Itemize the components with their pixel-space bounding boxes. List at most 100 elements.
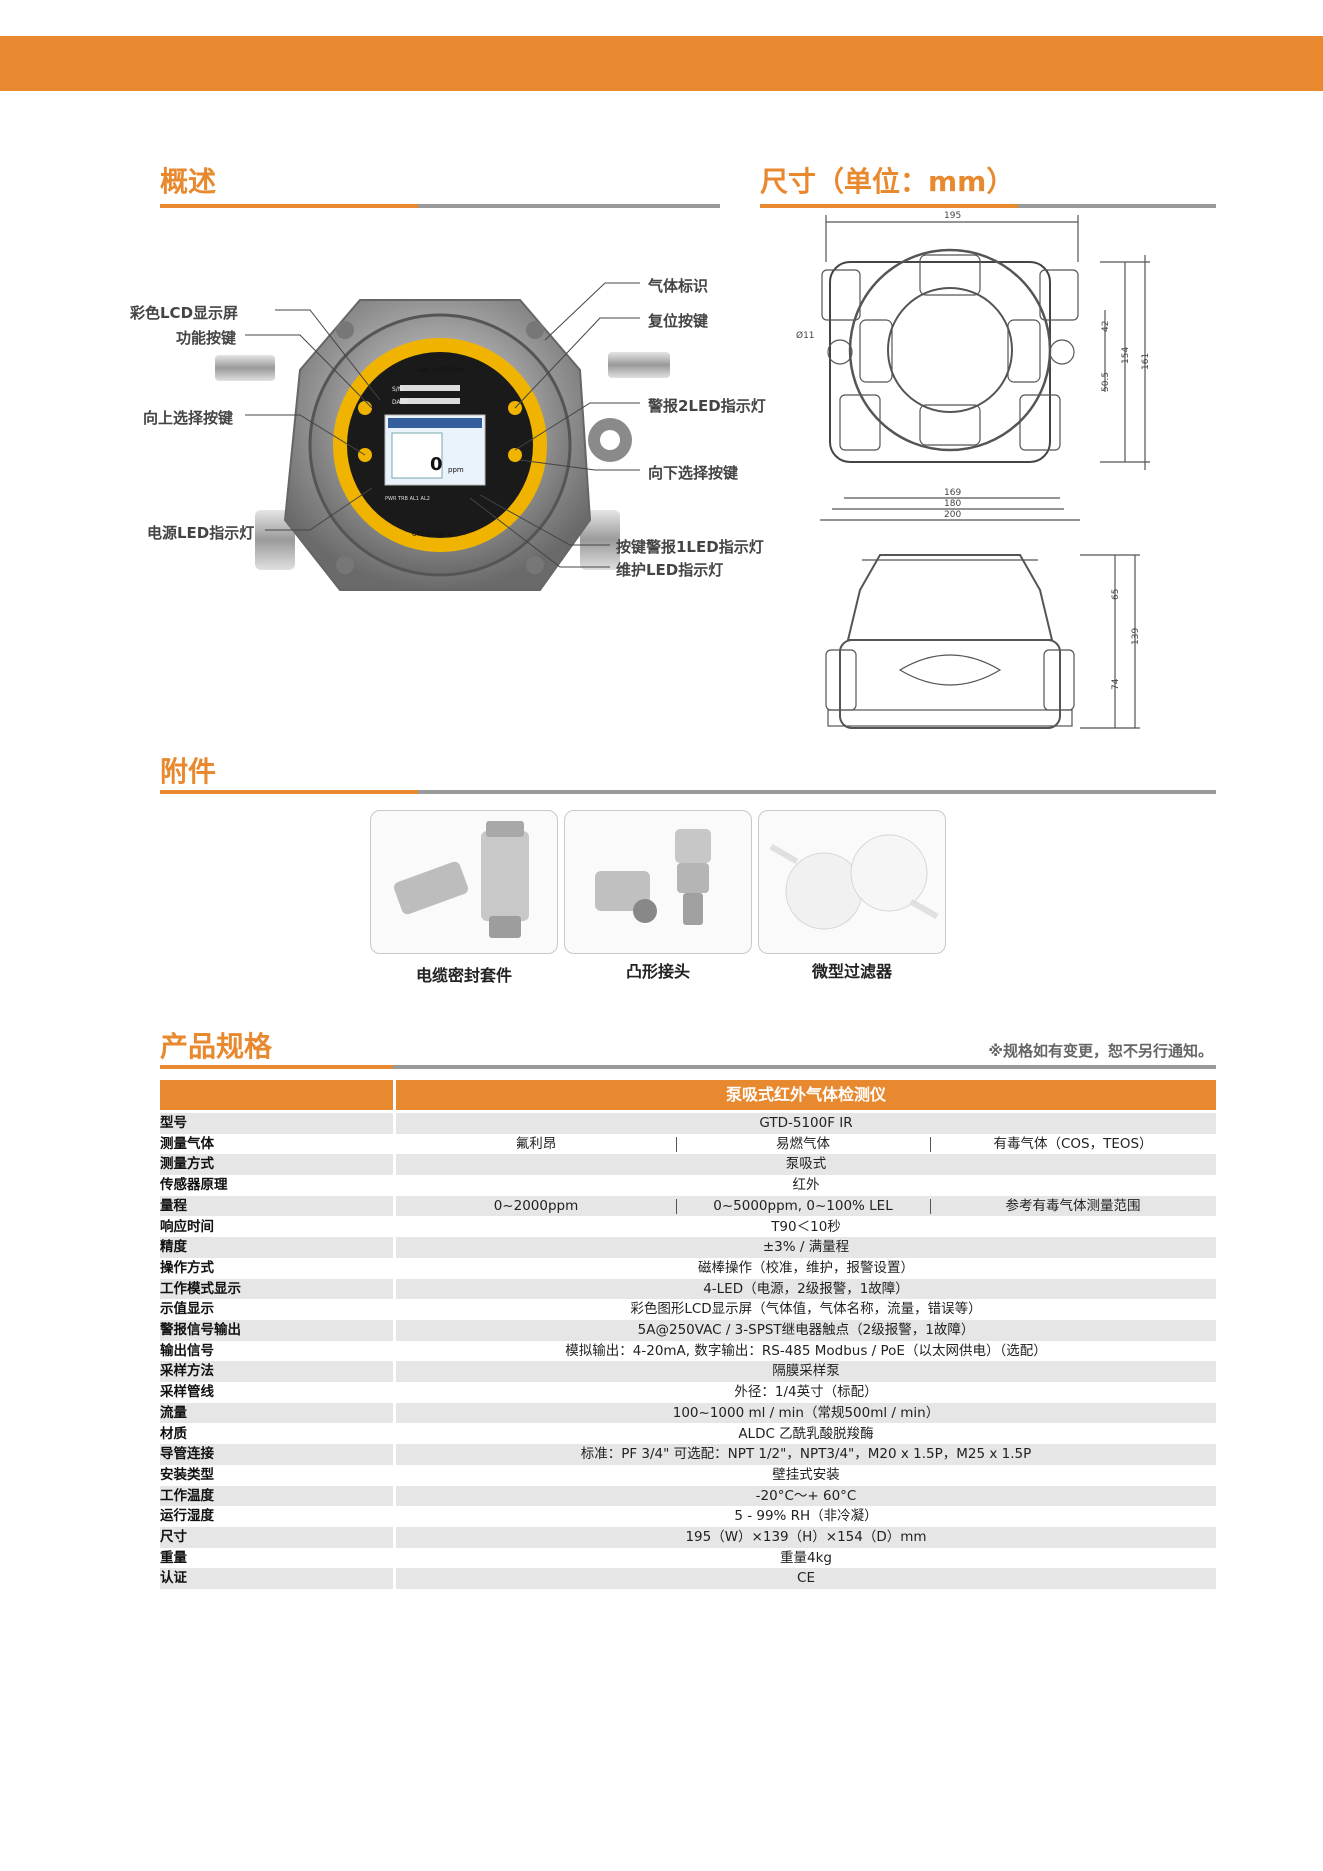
spec-table-title: 泵吸式红外气体检测仪 bbox=[396, 1080, 1216, 1110]
accessory-card-male-connector bbox=[564, 810, 752, 954]
cell-separator bbox=[930, 1198, 931, 1214]
table-row: 采样方法隔膜采样泵 bbox=[160, 1361, 1216, 1383]
section-divider bbox=[760, 204, 1216, 208]
spec-label: 操作方式 bbox=[160, 1259, 214, 1276]
micro-filter-icon bbox=[769, 834, 939, 930]
section-title-dimensions: 尺寸（单位：mm） bbox=[760, 165, 1015, 198]
spec-label: 量程 bbox=[160, 1195, 393, 1217]
spec-label: 采样方法 bbox=[160, 1361, 393, 1383]
spec-value: T90＜10秒 bbox=[771, 1218, 841, 1235]
section-title-accessories: 附件 bbox=[160, 755, 217, 788]
accessory-label: 凸形接头 bbox=[625, 962, 690, 981]
svg-text:Ø11: Ø11 bbox=[796, 330, 815, 341]
svg-text:GTD-5100F IR: GTD-5100F IR bbox=[412, 531, 453, 538]
table-row: 重量 重量4kg bbox=[160, 1548, 1216, 1569]
spec-value: 磁棒操作（校准，维护，报警设置） bbox=[698, 1259, 914, 1276]
table-row: 响应时间 T90＜10秒 bbox=[160, 1217, 1216, 1238]
spec-cell: 0~5000ppm, 0~100% LEL bbox=[713, 1197, 893, 1214]
spec-label: 型号 bbox=[160, 1113, 393, 1134]
spec-label: 测量气体 bbox=[160, 1135, 214, 1152]
accessory-card-cable-gland bbox=[370, 810, 558, 954]
spec-label: 精度 bbox=[160, 1237, 393, 1258]
svg-text:S/N: S/N bbox=[392, 386, 402, 393]
spec-value: 4-LED（电源，2级报警，1故障） bbox=[396, 1278, 1216, 1300]
spec-cell: 0~2000ppm bbox=[493, 1197, 579, 1214]
callout-lcd: 彩色LCD显示屏 bbox=[130, 304, 239, 322]
svg-text:180: 180 bbox=[944, 499, 961, 509]
header-bar bbox=[0, 36, 1323, 91]
spec-label: 认证 bbox=[160, 1568, 393, 1590]
spec-value: 5A@250VAC / 3-SPST继电器触点（2级报警，1故障） bbox=[396, 1320, 1216, 1341]
section-divider bbox=[160, 204, 720, 208]
svg-text:74: 74 bbox=[1111, 678, 1121, 690]
section-title-specs: 产品规格 bbox=[160, 1030, 273, 1063]
section-divider bbox=[160, 790, 1216, 794]
spec-value: 外径：1/4英寸（标配） bbox=[734, 1384, 878, 1401]
svg-text:139: 139 bbox=[1131, 628, 1141, 645]
cell-separator bbox=[676, 1198, 677, 1214]
svg-text:154: 154 bbox=[1121, 347, 1131, 364]
callout-power-led: 电源LED指示灯 bbox=[147, 524, 255, 542]
callout-up-key: 向上选择按键 bbox=[143, 409, 234, 427]
spec-label: 材质 bbox=[160, 1425, 187, 1442]
spec-label: 采样管线 bbox=[160, 1384, 214, 1401]
svg-text:161: 161 bbox=[1141, 353, 1151, 370]
spec-value: 重量4kg bbox=[780, 1549, 832, 1566]
callout-func-key: 功能按键 bbox=[176, 329, 237, 347]
table-row: 测量方式泵吸式 bbox=[160, 1154, 1216, 1176]
svg-text:ppm: ppm bbox=[448, 466, 464, 474]
callout-maint-led: 维护LED指示灯 bbox=[616, 561, 724, 579]
spec-label: 传感器原理 bbox=[160, 1177, 228, 1194]
spec-label: 重量 bbox=[160, 1549, 187, 1566]
spec-value: 红外 bbox=[792, 1177, 820, 1194]
spec-value: 隔膜采样泵 bbox=[396, 1361, 1216, 1383]
svg-text:200: 200 bbox=[944, 510, 961, 520]
table-row: 传感器原理 红外 bbox=[160, 1175, 1216, 1196]
svg-text:65: 65 bbox=[1111, 589, 1121, 600]
spec-label: 工作模式显示 bbox=[160, 1278, 393, 1300]
callout-alarm1-led: 按键警报1LED指示灯 bbox=[616, 538, 764, 556]
spec-value: 195（W）×139（H）×154（D）mm bbox=[396, 1527, 1216, 1548]
spec-label: 警报信号输出 bbox=[160, 1320, 393, 1341]
spec-value: -20°C～+ 60°C bbox=[396, 1485, 1216, 1507]
spec-cell: 有毒气体（COS，TEOS） bbox=[993, 1135, 1153, 1152]
table-row: 工作温度-20°C～+ 60°C bbox=[160, 1485, 1216, 1507]
callout-reset-key: 复位按键 bbox=[648, 312, 709, 330]
spec-value: CE bbox=[396, 1568, 1216, 1590]
svg-text:42: 42 bbox=[1101, 321, 1111, 332]
spec-value: 泵吸式 bbox=[396, 1154, 1216, 1176]
accessory-label: 微型过滤器 bbox=[811, 962, 892, 981]
spec-label: 尺寸 bbox=[160, 1527, 393, 1548]
accessory-label: 电缆密封套件 bbox=[415, 966, 512, 985]
svg-text:PWR TRB AL1 AL2: PWR TRB AL1 AL2 bbox=[385, 496, 430, 502]
spec-value: 氟利昂易燃气体有毒气体（COS，TEOS） bbox=[396, 1134, 1216, 1155]
spec-label: 输出信号 bbox=[160, 1342, 214, 1359]
spec-label: 响应时间 bbox=[160, 1218, 214, 1235]
spec-table-header-left bbox=[160, 1080, 393, 1110]
cell-separator bbox=[930, 1136, 931, 1152]
svg-text:DATE: DATE bbox=[392, 399, 408, 406]
table-row: 采样管线 外径：1/4英寸（标配） bbox=[160, 1382, 1216, 1403]
spec-value: 标准：PF 3/4" 可选配：NPT 1/2"，NPT3/4"，M20 x 1.… bbox=[396, 1444, 1216, 1465]
svg-text:GAS DETECTOR: GAS DETECTOR bbox=[418, 367, 465, 374]
fitting-left-icon bbox=[215, 355, 275, 381]
spec-value: 彩色图形LCD显示屏（气体值，气体名称，流量，错误等） bbox=[630, 1301, 982, 1318]
cable-gland-icon bbox=[393, 821, 529, 938]
callout-down-key: 向下选择按键 bbox=[648, 464, 739, 482]
spec-label: 运行湿度 bbox=[160, 1508, 214, 1525]
male-connector-icon bbox=[595, 829, 711, 925]
cell-separator bbox=[676, 1136, 677, 1152]
spec-value: 模拟输出：4-20mA, 数字输出：RS-485 Modbus / PoE（以太… bbox=[565, 1342, 1047, 1359]
table-row: 精度±3% / 满量程 bbox=[160, 1237, 1216, 1258]
spec-label: 测量方式 bbox=[160, 1154, 393, 1176]
spec-value: ±3% / 满量程 bbox=[396, 1237, 1216, 1258]
